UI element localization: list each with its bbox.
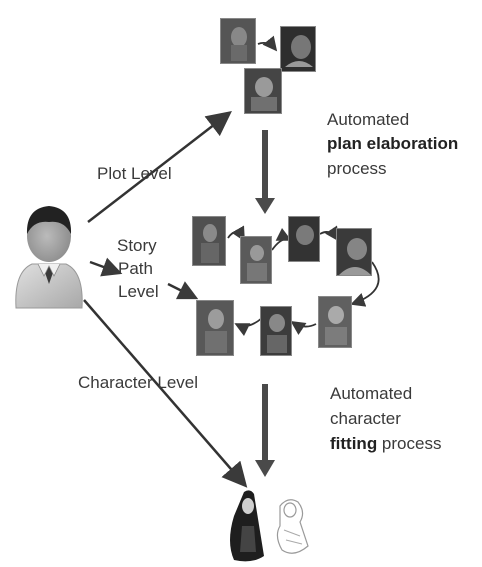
story-thumbnail-7 (196, 300, 234, 356)
character-fitting-label-line2: character (330, 409, 401, 428)
character-level-label: Character Level (78, 373, 199, 392)
story-thumbnail-4 (336, 228, 372, 276)
story-connector-5 (290, 321, 317, 335)
plot-connector (257, 35, 278, 52)
story-connector-4 (350, 261, 380, 307)
story-thumbnail-3 (288, 216, 320, 262)
plot-level-label: Plot Level (97, 164, 172, 183)
character-fitting-arrowhead (255, 460, 275, 477)
character-fitting-label-line1: Automated (330, 384, 413, 403)
plan-elaboration-arrowhead (255, 198, 275, 214)
story-path-level-label-line1: Story (117, 236, 157, 255)
story-level-arrow-2 (167, 281, 199, 300)
story-thumbnail-6 (260, 306, 292, 356)
character-fitting-label-line3: fitting process (330, 434, 442, 453)
user-avatar-icon (15, 206, 83, 309)
story-thumbnail-1 (192, 216, 226, 266)
plan-elaboration-label-line3: process (327, 159, 387, 178)
plot-thumbnail-2 (280, 26, 316, 72)
plot-thumbnail-3 (244, 68, 282, 114)
plot-level-arrow (87, 110, 232, 223)
story-thumbnail-2 (240, 236, 272, 284)
plan-elaboration-label-line2: plan elaboration (327, 134, 459, 153)
plot-thumbnail-1 (220, 18, 256, 64)
story-connector-6 (234, 317, 263, 337)
story-path-level-label-line2: Path (118, 259, 153, 278)
plan-elaboration-label-line1: Automated (327, 110, 410, 129)
character-figures-icon (230, 490, 309, 562)
story-level-arrow-1 (89, 257, 123, 277)
character-level-arrow (83, 299, 248, 488)
story-thumbnail-5 (318, 296, 352, 348)
story-path-level-label-line3: Level (118, 282, 159, 301)
